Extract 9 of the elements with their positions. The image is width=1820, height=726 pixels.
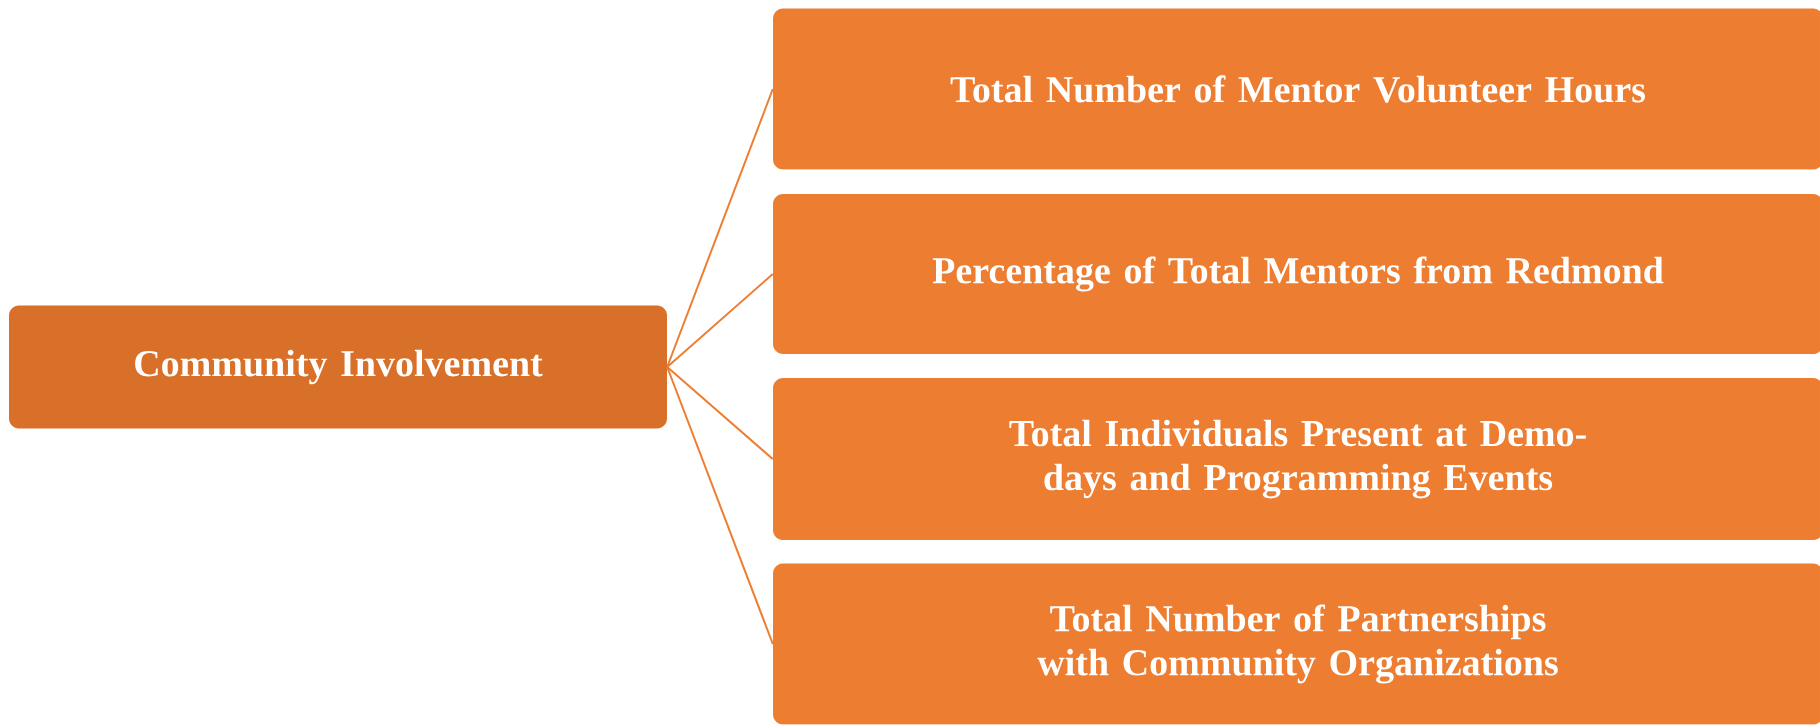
metric-box: Percentage of Total Mentors from Redmond [773, 194, 1820, 354]
connector-line [666, 366, 774, 460]
topic-box: Community Involvement [9, 305, 667, 429]
metric-box: Total Number of Mentor Volunteer Hours [773, 8, 1820, 170]
connector-line [666, 366, 774, 645]
metric-box: Total Individuals Present at Demo-days and Programming Events [773, 378, 1820, 540]
connector-line [666, 273, 774, 368]
connector-line [666, 88, 774, 368]
metric-box: Total Number of Partnerships with Community Organizations [773, 563, 1820, 725]
